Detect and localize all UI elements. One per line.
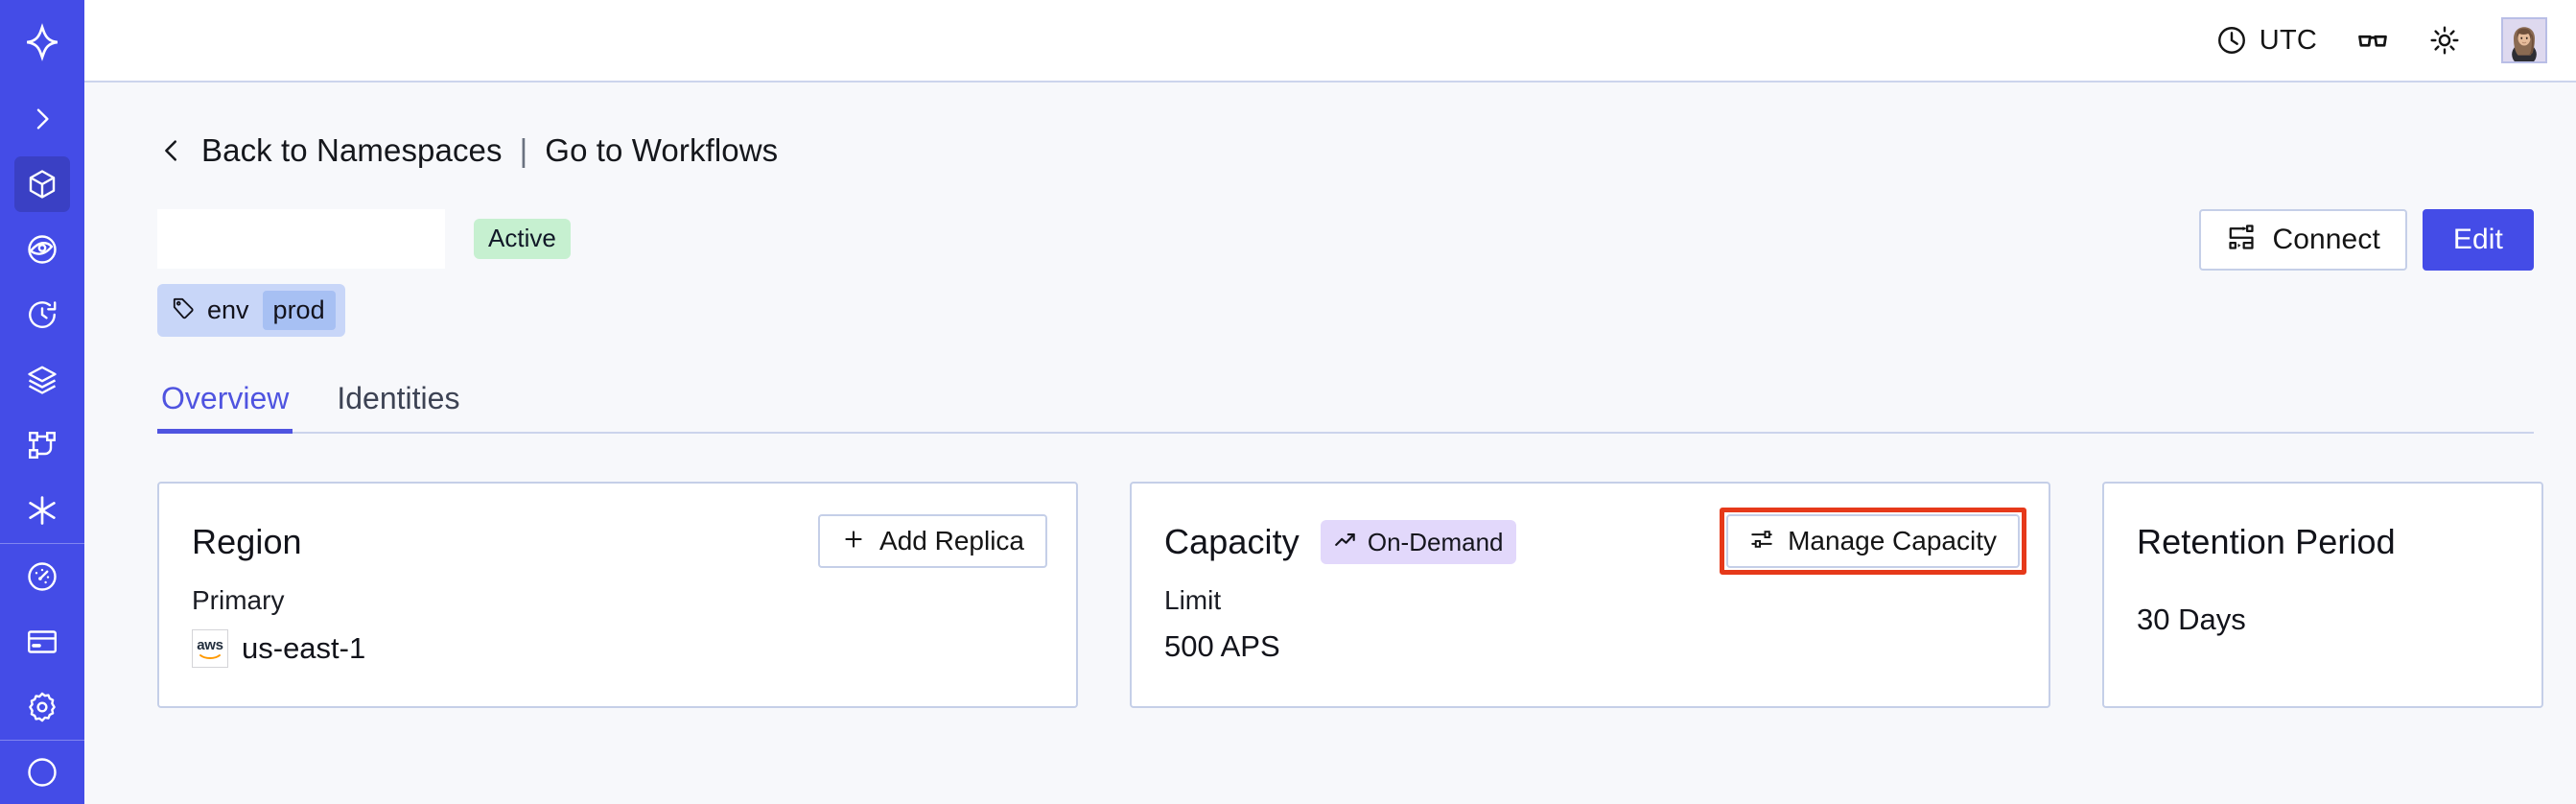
capacity-card: Capacity On-Demand [1130, 482, 2050, 708]
connect-button-label: Connect [2272, 224, 2380, 255]
region-card-action: Add Replica [818, 514, 1047, 568]
breadcrumb-separator: | [519, 132, 528, 168]
theme-toggle-button[interactable] [2409, 16, 2480, 64]
sidebar-item-billing[interactable] [0, 609, 84, 674]
capacity-mode-badge: On-Demand [1320, 520, 1516, 564]
retention-card-header: Retention Period [2137, 512, 2509, 572]
avatar[interactable] [2501, 17, 2547, 63]
sidebar-item-settings[interactable] [0, 674, 84, 740]
retention-card: Retention Period 30 Days [2102, 482, 2543, 708]
header-actions: UTC [2196, 16, 2547, 64]
plus-icon [841, 527, 866, 556]
region-card-header: Region [192, 512, 1043, 572]
capacity-limit-value: 500 APS [1164, 629, 1280, 663]
sidebar-expand-button[interactable] [0, 85, 84, 153]
tag-value: prod [262, 291, 336, 330]
sidebar-item-workflows[interactable] [0, 413, 84, 478]
add-replica-label: Add Replica [879, 526, 1024, 556]
region-primary-value: us-east-1 [242, 631, 366, 665]
retention-card-title: Retention Period [2137, 522, 2396, 561]
capacity-mode-label: On-Demand [1367, 528, 1504, 556]
breadcrumb-workflows-link[interactable]: Go to Workflows [545, 132, 779, 168]
sidebar-item-help[interactable] [0, 741, 84, 804]
eye-icon [14, 222, 70, 277]
credit-card-icon [14, 614, 70, 670]
page-content: Back to Namespaces | Go to Workflows Act… [84, 132, 2576, 708]
tab-overview[interactable]: Overview [157, 381, 293, 434]
sidebar-item-schedules[interactable] [0, 347, 84, 413]
clock-icon [2215, 24, 2248, 57]
capacity-card-header: Capacity On-Demand [1164, 512, 2016, 572]
manage-capacity-label: Manage Capacity [1788, 526, 1997, 556]
connect-button[interactable]: Connect [2199, 209, 2407, 271]
manage-capacity-button[interactable]: Manage Capacity [1726, 514, 2020, 568]
clock-rewind-icon [14, 287, 70, 343]
add-replica-button[interactable]: Add Replica [818, 514, 1047, 568]
capacity-card-title: Capacity [1164, 522, 1300, 561]
left-sidebar [0, 0, 84, 804]
namespace-actions: Connect Edit [2199, 209, 2534, 271]
sun-icon [2428, 24, 2461, 57]
edit-button-label: Edit [2452, 224, 2503, 255]
region-primary-label: Primary [192, 585, 285, 615]
reading-mode-button[interactable] [2336, 16, 2409, 64]
trending-up-icon [1333, 528, 1358, 556]
temporal-logo-icon [14, 14, 70, 70]
gear-icon [14, 679, 70, 735]
page-title [157, 209, 445, 269]
main-area: UTC [84, 0, 2576, 804]
timezone-selector[interactable]: UTC [2196, 16, 2336, 64]
cube-icon [14, 156, 70, 213]
sidebar-item-observability[interactable] [0, 217, 84, 282]
overview-cards: Region Add Replica Primary [157, 482, 2543, 708]
region-card: Region Add Replica Primary [157, 482, 1078, 708]
sidebar-item-history[interactable] [0, 282, 84, 347]
capacity-card-action: Manage Capacity [1726, 514, 2020, 568]
sidebar-divider-bottom [0, 740, 84, 742]
sidebar-item-nexus[interactable] [0, 478, 84, 543]
namespace-tags: env prod [157, 284, 2534, 337]
region-primary-value-row: aws us-east-1 [192, 629, 1043, 668]
gauge-icon [14, 549, 70, 604]
edit-button[interactable]: Edit [2422, 209, 2534, 271]
timezone-label: UTC [2259, 24, 2317, 56]
region-card-title: Region [192, 522, 302, 561]
glasses-icon [2355, 23, 2390, 58]
status-badge: Active [474, 219, 571, 259]
capacity-limit-label: Limit [1164, 585, 1222, 615]
namespace-title-row: Active Co [157, 207, 2534, 271]
nodes-icon [14, 417, 70, 473]
asterisk-icon [14, 483, 70, 538]
connect-flow-icon [2226, 222, 2257, 258]
sliders-icon [1749, 527, 1774, 556]
help-circle-icon [14, 745, 70, 800]
tag-icon [171, 296, 196, 325]
tab-bar: Overview Identities [157, 381, 2534, 434]
sidebar-divider-top [0, 543, 84, 545]
brand-logo[interactable] [0, 0, 84, 85]
top-header-bar: UTC [84, 0, 2576, 83]
layers-icon [14, 352, 70, 408]
tab-identities[interactable]: Identities [337, 381, 460, 415]
tag-key: env [207, 296, 249, 324]
breadcrumb-back-link[interactable]: Back to Namespaces [201, 132, 503, 168]
sidebar-item-namespaces[interactable] [0, 152, 84, 217]
chevron-left-icon[interactable] [157, 136, 186, 165]
retention-value: 30 Days [2137, 603, 2246, 636]
sidebar-primary-nav [0, 152, 84, 543]
user-avatar [2503, 19, 2545, 61]
sidebar-secondary-nav [0, 544, 84, 740]
chevron-right-icon [14, 91, 70, 147]
tag-chip-env[interactable]: env prod [157, 284, 345, 337]
sidebar-item-usage[interactable] [0, 544, 84, 609]
breadcrumb: Back to Namespaces | Go to Workflows [157, 132, 2534, 169]
aws-logo: aws [192, 629, 228, 668]
